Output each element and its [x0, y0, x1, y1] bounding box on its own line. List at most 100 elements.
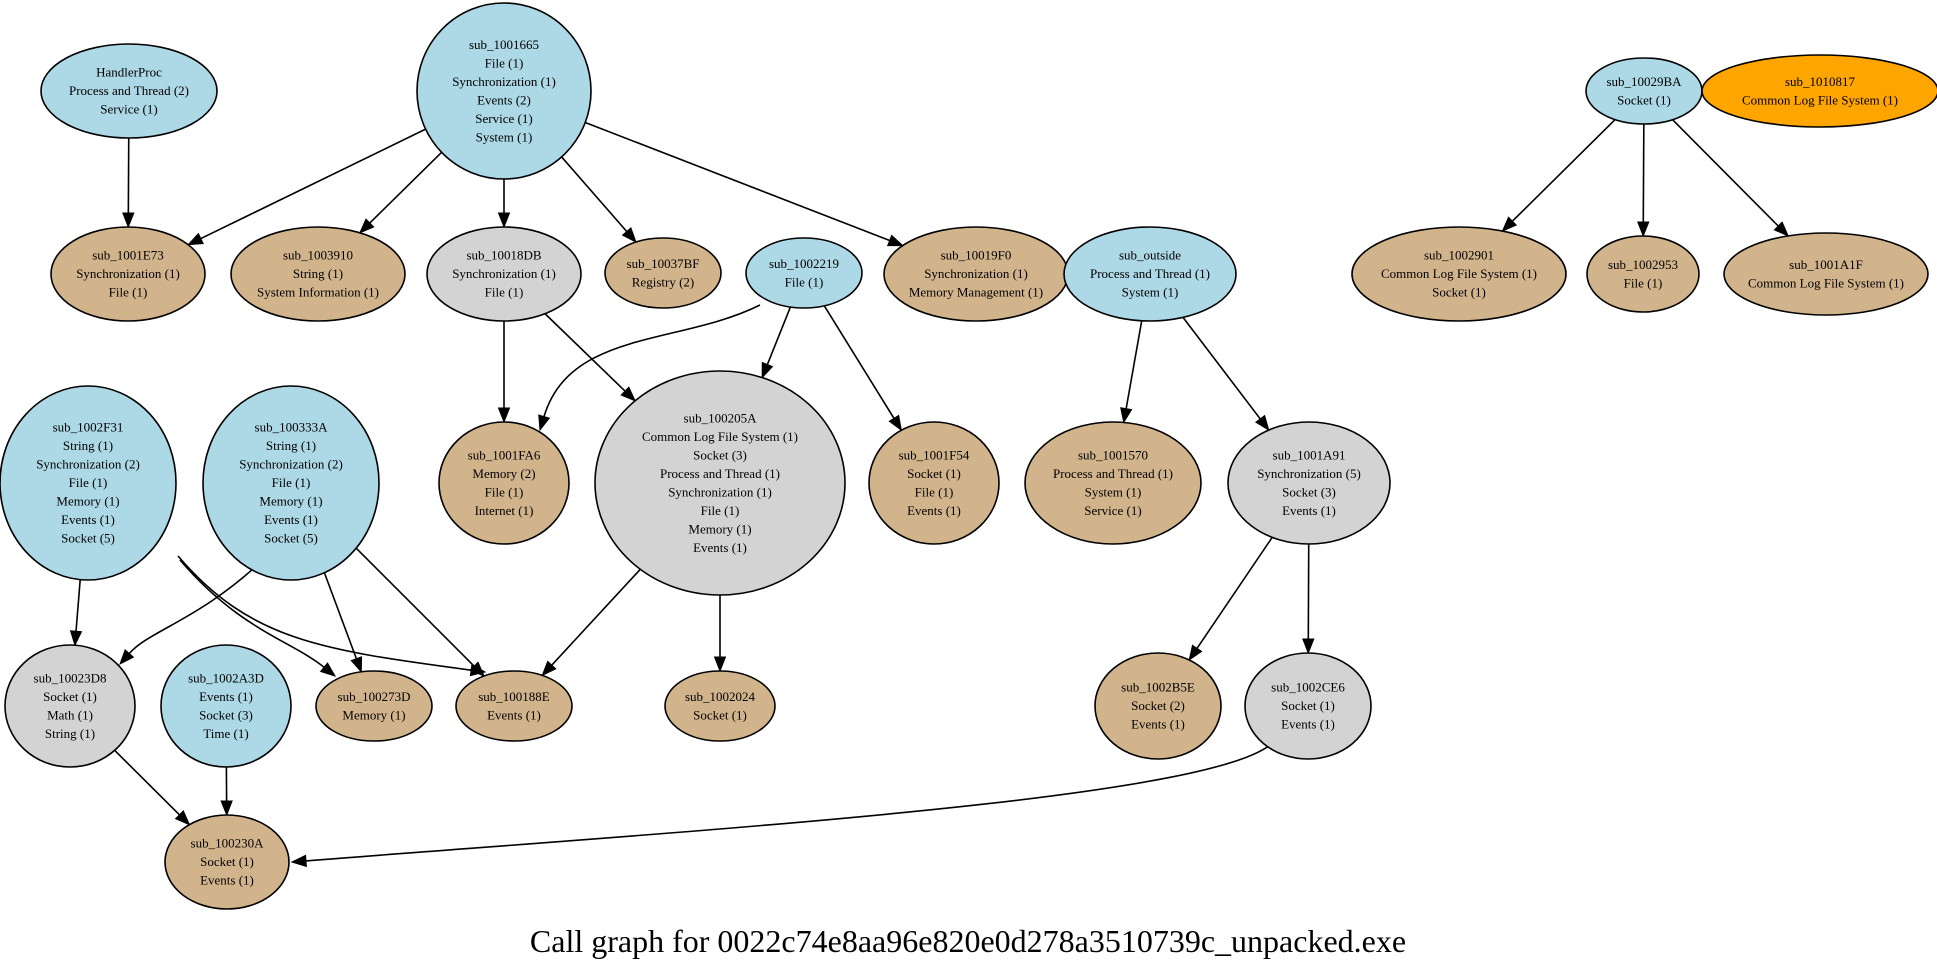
- node-sub_100230A[interactable]: sub_100230A Socket (1) Events (1): [164, 814, 290, 910]
- node-api-category: File (1): [272, 475, 311, 490]
- arrowhead-icon: [497, 407, 511, 424]
- node-api-category: Socket (1): [907, 466, 961, 481]
- node-api-category: Synchronization (1): [924, 266, 1028, 281]
- arrowhead-icon: [761, 361, 774, 379]
- edge-sub_1002F31-to-sub_100273D: [179, 559, 337, 677]
- node-shape: [416, 2, 592, 180]
- node-api-category: Synchronization (5): [1257, 466, 1361, 481]
- node-shape: [438, 421, 570, 545]
- edge-sub_1002219-to-sub_100205A: [761, 306, 792, 379]
- edge-sub_10023D8-to-sub_100230A: [114, 749, 191, 826]
- node-api-category: Service (1): [475, 111, 532, 126]
- node-api-category: System (1): [1085, 484, 1142, 499]
- node-shape: [1701, 54, 1937, 128]
- edges-layer: [69, 119, 1790, 868]
- node-title: sub_100205A: [684, 410, 758, 425]
- node-shape: [664, 670, 776, 742]
- node-api-category: Synchronization (2): [36, 457, 140, 472]
- node-shape: [4, 644, 136, 768]
- node-api-category: Socket (1): [200, 854, 254, 869]
- node-api-category: Socket (5): [61, 531, 115, 546]
- arrowhead-icon: [886, 234, 904, 247]
- node-title: sub_10023D8: [34, 670, 107, 685]
- arrowhead-icon: [1254, 414, 1270, 432]
- node-title: sub_1002F31: [53, 420, 124, 435]
- node-api-category: Events (1): [200, 873, 254, 888]
- arrowhead-icon: [186, 232, 204, 246]
- node-title: sub_1002901: [1424, 248, 1494, 263]
- node-api-category: Synchronization (1): [452, 74, 556, 89]
- node-shape: [1063, 226, 1237, 322]
- node-title: sub_1002953: [1608, 257, 1678, 272]
- node-shape: [745, 237, 863, 309]
- node-title: sub_1002B5E: [1121, 680, 1195, 695]
- edge-sub_1001A91-to-sub_1002B5E: [1188, 536, 1273, 662]
- node-shape: [868, 421, 1000, 545]
- node-api-category: System Information (1): [257, 285, 379, 300]
- node-title: sub_100230A: [191, 836, 265, 851]
- node-title: sub_100188E: [478, 689, 550, 704]
- arrowhead-icon: [122, 212, 135, 229]
- arrowhead-icon: [350, 656, 363, 674]
- arrowhead-icon: [888, 414, 903, 432]
- node-api-category: Events (1): [907, 503, 961, 518]
- node-shape: [1094, 652, 1222, 760]
- arrowhead-icon: [69, 630, 83, 647]
- edge-sub_100333A-to-sub_100188E: [355, 547, 486, 678]
- node-api-category: Events (2): [477, 92, 531, 107]
- edge-sub_10029BA-to-sub_1001A1F: [1671, 119, 1790, 237]
- node-shape: [0, 385, 177, 581]
- node-title: sub_1002A3D: [188, 670, 264, 685]
- edge-sub_1001A91-to-sub_1002CE6: [1302, 543, 1315, 655]
- edge-line: [1671, 119, 1779, 227]
- edge-line: [1511, 119, 1616, 222]
- node-api-category: File (1): [109, 285, 148, 300]
- node-title: sub_10029BA: [1606, 74, 1682, 89]
- graph-caption: Call graph for 0022c74e8aa96e820e0d278a3…: [530, 923, 1406, 959]
- node-api-category: Socket (1): [1432, 285, 1486, 300]
- node-api-category: Synchronization (1): [76, 266, 180, 281]
- node-title: sub_10018DB: [466, 248, 541, 263]
- edge-line: [114, 749, 181, 816]
- edge-sub_outside-to-sub_1001570: [1120, 320, 1143, 424]
- arrowhead-icon: [319, 662, 337, 677]
- arrowhead-icon: [497, 212, 511, 229]
- edge-sub_10029BA-to-sub_1002901: [1501, 119, 1616, 233]
- node-api-category: Common Log File System (1): [1381, 266, 1537, 281]
- edge-sub_1001665-to-sub_1003910: [358, 151, 443, 234]
- node-title: sub_1003910: [283, 248, 353, 263]
- node-title: sub_1002CE6: [1271, 680, 1345, 695]
- node-api-category: Socket (1): [43, 689, 97, 704]
- node-shape: [1244, 652, 1372, 760]
